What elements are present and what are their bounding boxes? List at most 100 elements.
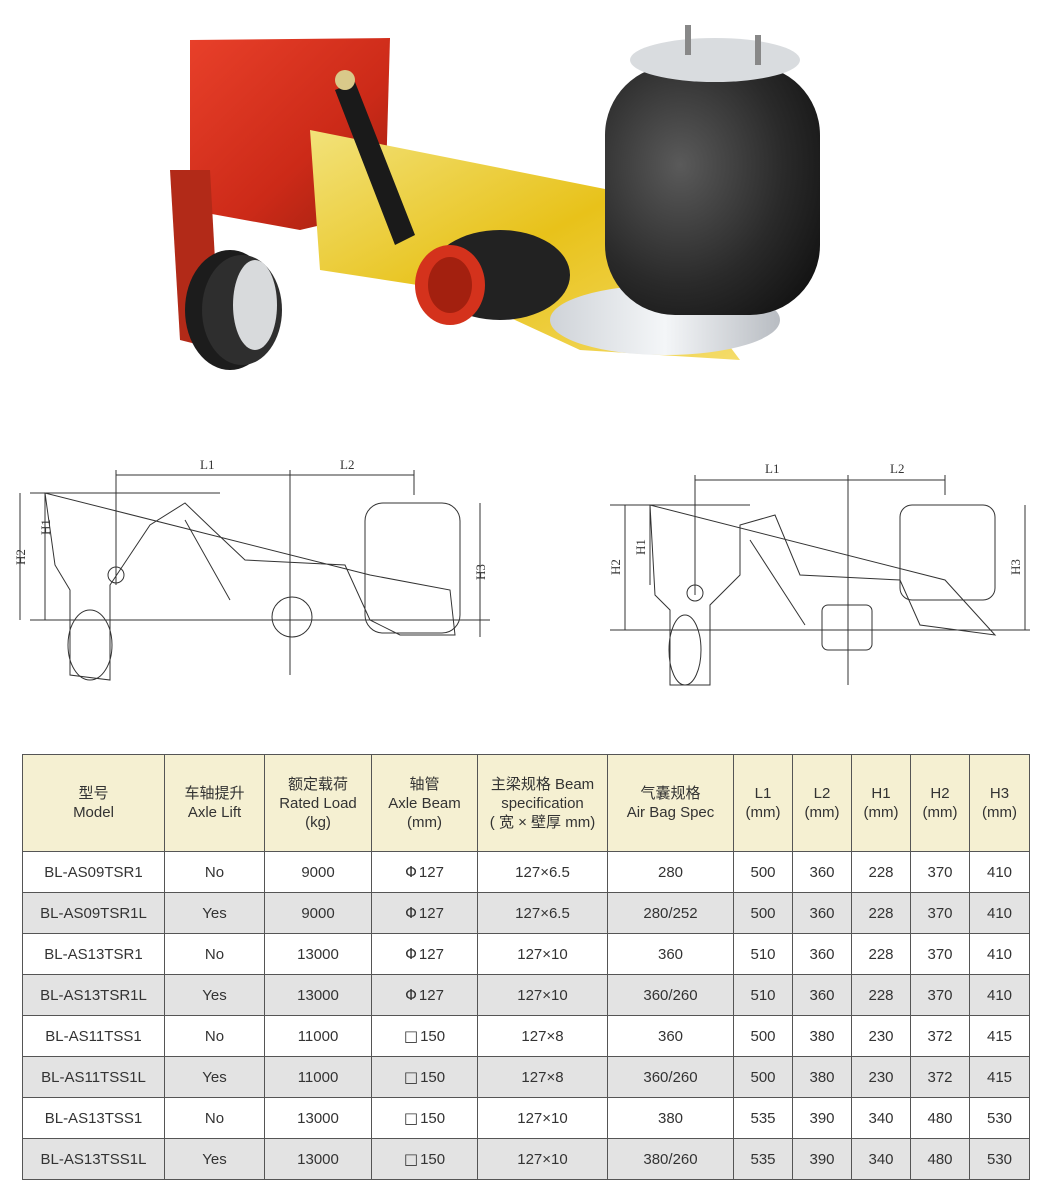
col-header-h2: H2(mm) — [910, 754, 970, 852]
cell-load: 11000 — [264, 1015, 372, 1057]
col-header-h3: H3(mm) — [969, 754, 1030, 852]
cell-l1: 535 — [733, 1097, 793, 1139]
cell-lift: No — [164, 933, 265, 975]
cell-load: 13000 — [264, 1097, 372, 1139]
cell-airbag: 380/260 — [607, 1138, 734, 1180]
cell-lift: Yes — [164, 974, 265, 1016]
diameter-icon: Φ — [405, 863, 417, 881]
cell-model: BL-AS13TSS1 — [22, 1097, 165, 1139]
cell-h3: 410 — [969, 892, 1030, 934]
dim-l2-label: L2 — [890, 461, 904, 476]
cell-h3: 410 — [969, 851, 1030, 893]
cell-beam: 127×10 — [477, 974, 608, 1016]
drawing-square-axle: L1 L2 H1 H2 H3 — [608, 461, 1030, 686]
cell-l1: 500 — [733, 851, 793, 893]
axle-beam-value: 150 — [420, 1069, 446, 1086]
cell-axle-beam: □150 — [371, 1138, 478, 1180]
cell-model: BL-AS13TSS1L — [22, 1138, 165, 1180]
axle-beam-value: 150 — [420, 1028, 446, 1045]
dim-h1-label: H1 — [633, 539, 648, 555]
cell-beam: 127×10 — [477, 1097, 608, 1139]
cell-h2: 370 — [910, 892, 970, 934]
cell-h3: 415 — [969, 1015, 1030, 1057]
cell-h1: 228 — [851, 851, 911, 893]
cell-h3: 530 — [969, 1138, 1030, 1180]
cell-model: BL-AS13TSR1L — [22, 974, 165, 1016]
cell-l1: 500 — [733, 892, 793, 934]
cell-beam: 127×8 — [477, 1015, 608, 1057]
cell-beam: 127×8 — [477, 1056, 608, 1098]
axle-beam-value: 127 — [418, 946, 444, 963]
cell-load: 13000 — [264, 933, 372, 975]
cell-axle-beam: □150 — [371, 1015, 478, 1057]
col-header-l2: L2(mm) — [792, 754, 852, 852]
dim-l1-label: L1 — [200, 457, 214, 472]
cell-lift: Yes — [164, 1138, 265, 1180]
cell-airbag: 280/252 — [607, 892, 734, 934]
cell-l1: 510 — [733, 933, 793, 975]
axle-beam-value: 127 — [418, 905, 444, 922]
cell-h1: 228 — [851, 933, 911, 975]
cell-h1: 230 — [851, 1056, 911, 1098]
dim-h2-label: H2 — [13, 549, 28, 565]
cell-l2: 360 — [792, 851, 852, 893]
cell-model: BL-AS11TSS1L — [22, 1056, 165, 1098]
cell-h2: 480 — [910, 1097, 970, 1139]
cell-l1: 500 — [733, 1015, 793, 1057]
dim-h3-label: H3 — [1008, 559, 1023, 575]
cell-airbag: 380 — [607, 1097, 734, 1139]
cell-airbag: 360/260 — [607, 1056, 734, 1098]
cell-h2: 372 — [910, 1056, 970, 1098]
cell-airbag: 360 — [607, 1015, 734, 1057]
cell-load: 9000 — [264, 851, 372, 893]
cell-l1: 510 — [733, 974, 793, 1016]
cell-h1: 340 — [851, 1097, 911, 1139]
cell-l2: 390 — [792, 1138, 852, 1180]
cell-axle-beam: □150 — [371, 1097, 478, 1139]
cell-l2: 390 — [792, 1097, 852, 1139]
square-section-icon: □ — [403, 1027, 419, 1045]
diameter-icon: Φ — [405, 986, 417, 1004]
cell-beam: 127×6.5 — [477, 892, 608, 934]
cell-l2: 380 — [792, 1015, 852, 1057]
cell-l1: 535 — [733, 1138, 793, 1180]
cell-model: BL-AS13TSR1 — [22, 933, 165, 975]
square-section-icon: □ — [403, 1068, 419, 1086]
cell-load: 9000 — [264, 892, 372, 934]
cell-model: BL-AS09TSR1 — [22, 851, 165, 893]
cell-airbag: 280 — [607, 851, 734, 893]
cell-lift: Yes — [164, 892, 265, 934]
cell-lift: No — [164, 851, 265, 893]
cell-l1: 500 — [733, 1056, 793, 1098]
cell-model: BL-AS11TSS1 — [22, 1015, 165, 1057]
cell-lift: No — [164, 1097, 265, 1139]
cell-load: 13000 — [264, 1138, 372, 1180]
cell-h3: 530 — [969, 1097, 1030, 1139]
axle-beam-value: 150 — [420, 1151, 446, 1168]
diameter-icon: Φ — [405, 945, 417, 963]
square-section-icon: □ — [403, 1150, 419, 1168]
cell-h1: 340 — [851, 1138, 911, 1180]
axle-beam-value: 127 — [418, 864, 444, 881]
cell-l2: 360 — [792, 892, 852, 934]
cell-l2: 360 — [792, 933, 852, 975]
lift-air-bags — [185, 250, 282, 370]
cell-axle-beam: □150 — [371, 1056, 478, 1098]
cell-h1: 228 — [851, 892, 911, 934]
main-air-spring — [550, 25, 820, 355]
cell-l2: 380 — [792, 1056, 852, 1098]
col-header-l1: L1(mm) — [733, 754, 793, 852]
cell-load: 13000 — [264, 974, 372, 1016]
